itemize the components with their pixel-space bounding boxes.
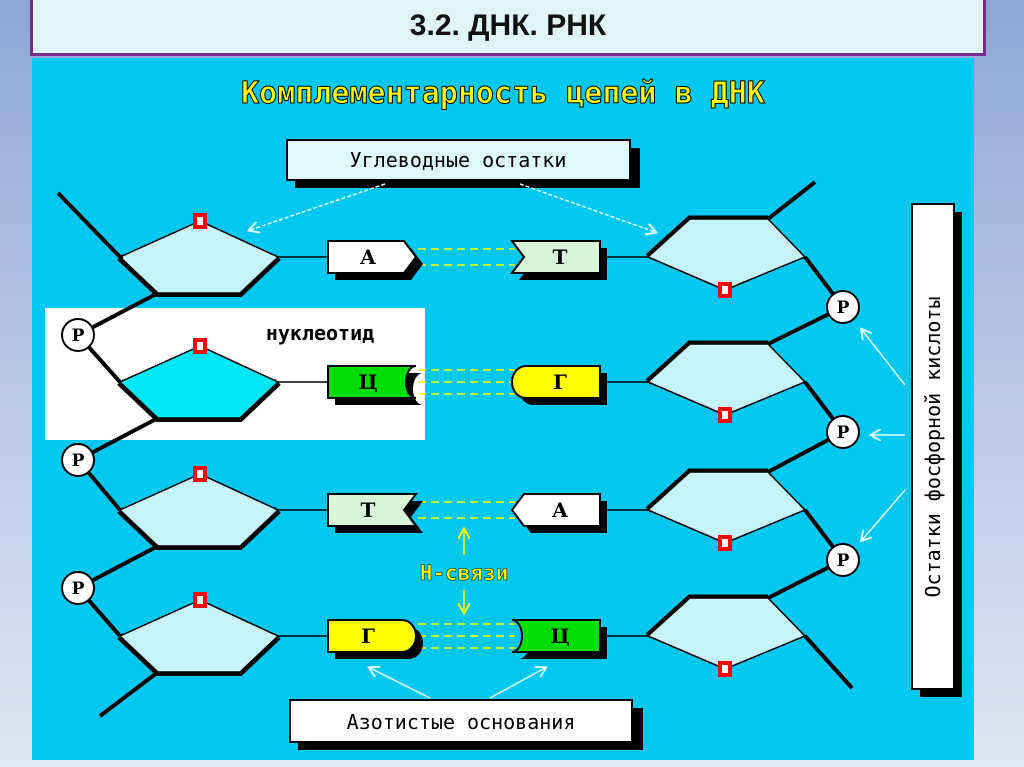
base-right: [511, 619, 601, 653]
base-letter: Т: [553, 245, 568, 269]
phosphate-label-box: [911, 203, 955, 690]
base-label-box: [289, 699, 633, 743]
oxygen-mark: [722, 665, 728, 673]
sugar-label: Углеводные остатки: [350, 148, 567, 172]
phosphate-circle: [826, 290, 860, 324]
oxygen-mark: [722, 411, 728, 419]
phosphate-circle: [826, 543, 860, 577]
diagram-heading: Комплементарность цепей в ДНК: [241, 76, 765, 111]
oxygen-mark: [197, 217, 203, 225]
phosphate-arrow-1: [862, 330, 906, 386]
phosphate-letter: P: [72, 326, 85, 346]
sugar-left: [118, 220, 280, 294]
phosphate-circle: [826, 415, 860, 449]
oxygen-mark: [722, 286, 728, 294]
base-left: [327, 493, 418, 527]
sugar-right: [646, 343, 807, 416]
base-left: [327, 619, 417, 653]
base-right: [510, 240, 601, 274]
backbone-left: [98, 670, 160, 718]
phosphate-arrow-3: [862, 489, 906, 540]
backbone-right: [766, 180, 817, 221]
base-letter: Ц: [358, 370, 377, 394]
phosphate-letter: P: [837, 298, 850, 318]
base-letter: Т: [361, 498, 376, 522]
phosphate-letter: P: [72, 451, 85, 471]
sugar-right: [646, 218, 807, 291]
oxygen-mark: [722, 539, 728, 547]
base-left: [327, 365, 417, 399]
phosphate-circle: [61, 318, 95, 352]
oxygen-mark: [197, 342, 203, 350]
oxygen-mark: [197, 470, 203, 478]
sugar-right: [646, 471, 807, 544]
phosphate-label: Остатки фосфорной кислоты: [921, 296, 945, 597]
base-arrow-right: [489, 668, 545, 699]
nucleotide-label: нуклеотид: [266, 321, 374, 345]
slide-title: 3.2. ДНК. РНК: [30, 0, 986, 56]
base-letter: Г: [361, 624, 375, 648]
base-left: [327, 240, 418, 274]
sugar-label-box: [286, 139, 631, 181]
oxygen-mark: [197, 596, 203, 604]
backbone-left: [56, 191, 124, 261]
sugar-left: [118, 473, 280, 547]
base-letter: А: [360, 245, 377, 269]
base-letter: А: [552, 498, 569, 522]
base-letter: Ц: [550, 624, 569, 648]
sugar-left: [118, 599, 280, 673]
base-right: [511, 365, 601, 399]
backbone-right: [803, 634, 854, 690]
base-label: Азотистые основания: [347, 710, 576, 734]
hbond-label: Н-связи: [420, 561, 509, 585]
sugar-right: [646, 597, 807, 670]
base-right: [510, 493, 601, 527]
phosphate-letter: P: [837, 551, 850, 571]
base-letter: Г: [553, 370, 567, 394]
phosphate-circle: [61, 571, 95, 605]
phosphate-letter: P: [72, 579, 85, 599]
base-arrow-left: [370, 668, 431, 699]
sugar-left: [118, 345, 280, 419]
phosphate-circle: [61, 443, 95, 477]
phosphate-letter: P: [837, 423, 850, 443]
